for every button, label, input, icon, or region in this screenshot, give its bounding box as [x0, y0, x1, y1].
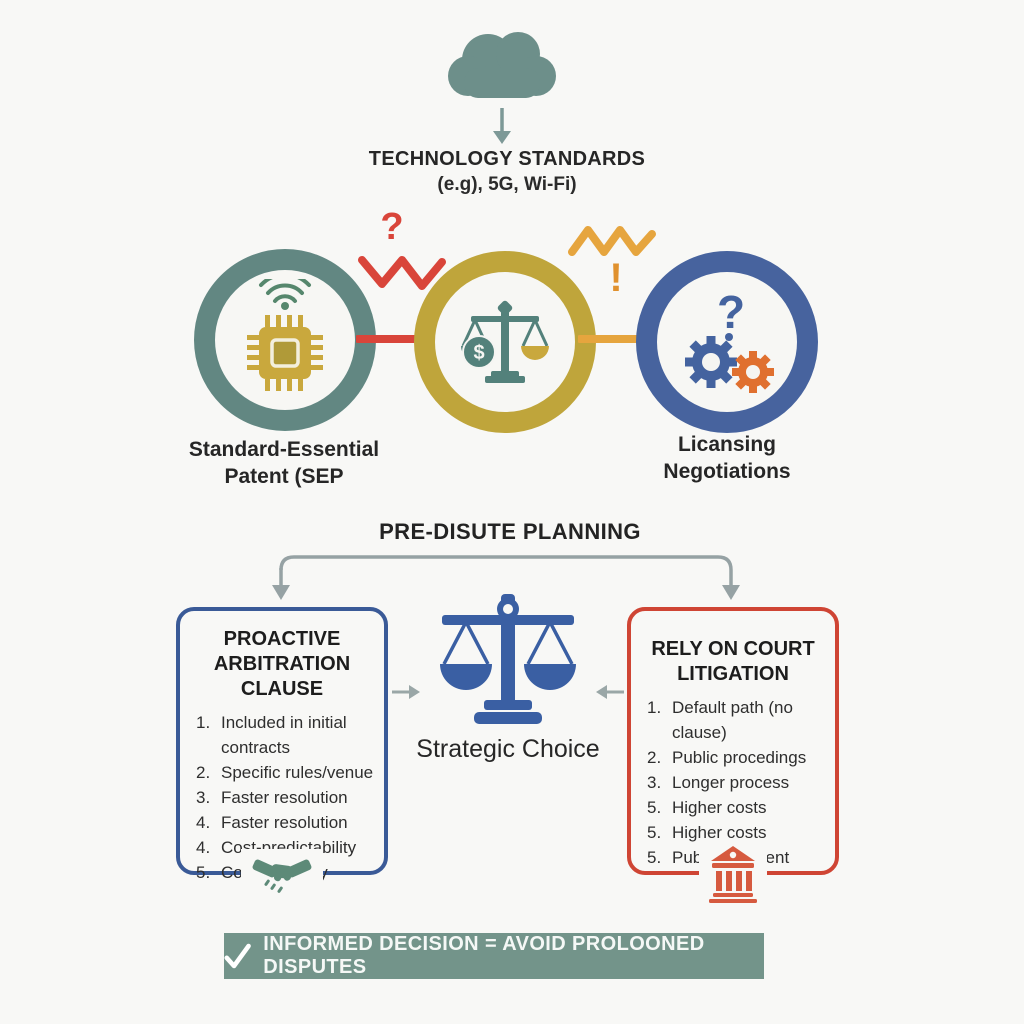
balance-scales-icon: [440, 594, 576, 724]
litigation-box: RELY ON COURT LITIGATION 1.Default path …: [627, 607, 839, 903]
list-item: 5.Higher costs: [647, 823, 767, 842]
conclusion-text: INFORMED DECISION = AVOID PROLOONED DISP…: [263, 933, 705, 978]
question-gears-icon: ?: [685, 286, 774, 393]
red-zigzag-icon: [358, 256, 446, 290]
negotiation-circle: ?: [636, 251, 818, 433]
dollar-symbol: $: [473, 342, 484, 364]
list-item: 3.Faster resolution: [196, 788, 348, 807]
chip-wifi-icon: [247, 279, 323, 391]
technology-standards-subtitle: (e.g), 5G, Wi-Fi): [437, 174, 577, 195]
list-item: 5.Higher costs: [647, 798, 767, 817]
cloud-icon: [448, 32, 556, 98]
list-item: 1.Included in initial contracts: [196, 713, 347, 757]
technology-standards-title: TECHNOLOGY STANDARDS: [368, 148, 646, 170]
litigation-list: 1.Default path (no clause) 2.Public proc…: [647, 695, 835, 870]
checkmark-icon: [224, 943, 251, 969]
arbitration-box: PROACTIVE ARBITRATION CLAUSE 1.Included …: [176, 607, 388, 895]
branch-connector-icon: [272, 555, 740, 600]
conclusion-banner: INFORMED DECISION = AVOID PROLOONED DISP…: [224, 933, 764, 979]
dispute-question-mark: ?: [380, 206, 404, 248]
list-item: 4.Faster resolution: [196, 813, 348, 832]
amber-zigzag-icon: [568, 226, 656, 256]
list-item: 1.Default path (no clause): [647, 698, 793, 742]
uncertainty-question-mark: ?: [717, 286, 745, 338]
bank-icon: [709, 846, 757, 903]
list-item: 2.Public procedings: [647, 748, 807, 767]
handshake-icon: [252, 859, 312, 893]
licensing-label: Licansing Negotiations: [663, 433, 791, 483]
risk-exclamation-mark: !: [609, 256, 623, 300]
list-item: 3.Longer process: [647, 773, 790, 792]
scales-dollar-icon: $: [461, 300, 549, 383]
sep-label: Standard-Essential Patent (SEP: [188, 438, 380, 488]
pre-dispute-heading: PRE-DISUTE PLANNING: [379, 519, 641, 544]
right-to-center-arrow-icon: [596, 685, 624, 699]
sep-circle: [194, 249, 376, 431]
litigation-box-title: RELY ON COURT LITIGATION: [651, 638, 815, 685]
arbitration-box-title: PROACTIVE ARBITRATION CLAUSE: [213, 628, 351, 700]
strategic-choice-label: Strategic Choice: [416, 735, 600, 763]
left-to-center-arrow-icon: [392, 685, 420, 699]
arbitration-list: 1.Included in initial contracts 2.Specif…: [196, 710, 384, 885]
list-item: 2.Specific rules/venue: [196, 763, 374, 782]
frand-circle: $: [414, 251, 596, 433]
down-arrow-icon: [493, 108, 511, 144]
